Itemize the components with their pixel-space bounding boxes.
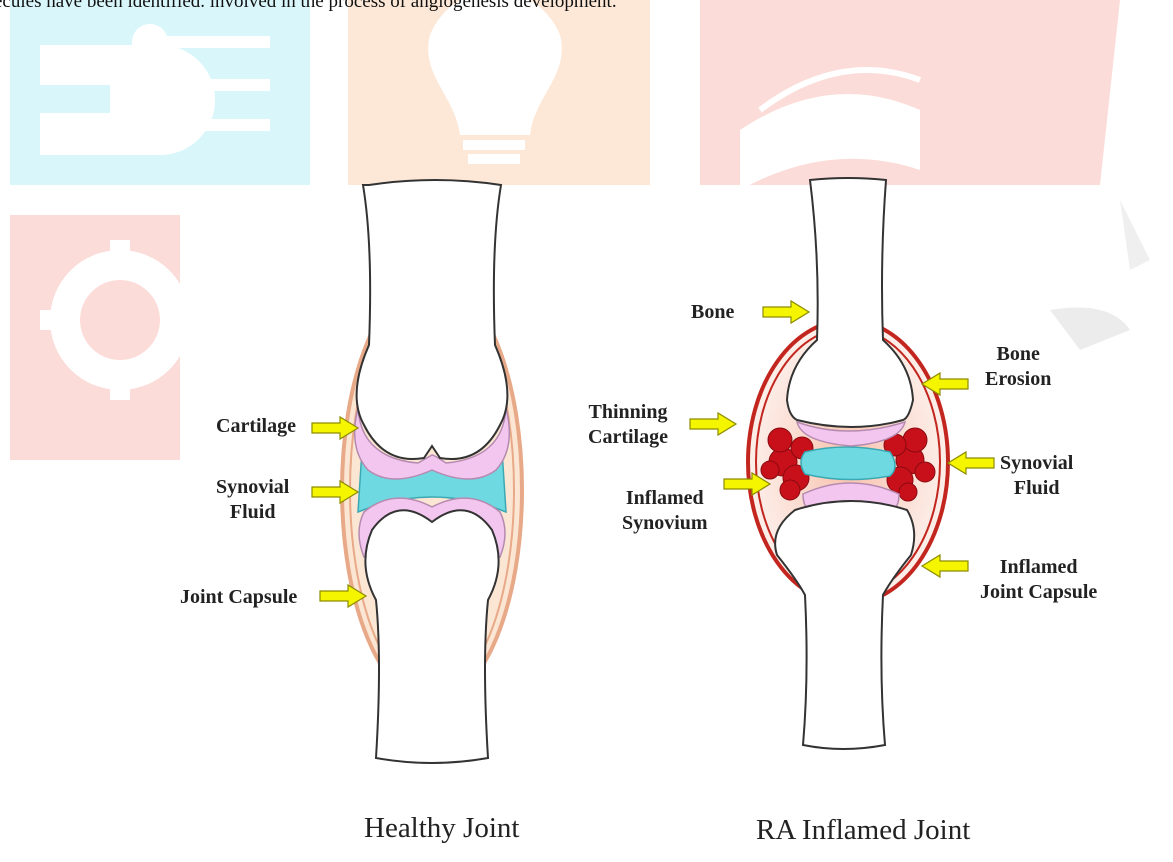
bone-arrow [763, 301, 809, 323]
ra-lower-bone [775, 501, 914, 749]
ra-joint-illustration [690, 178, 994, 749]
label-bone-erosion: Bone Erosion [985, 342, 1051, 392]
lower-bone [365, 510, 498, 763]
thinning-cartilage-arrow [690, 413, 736, 435]
label-ra-synovial-fluid: Synovial Fluid [1000, 451, 1073, 501]
healthy-joint-illustration [312, 180, 522, 763]
label-thinning-cartilage: Thinning Cartilage [588, 400, 668, 450]
label-cartilage: Cartilage [216, 414, 296, 439]
caption-healthy-joint: Healthy Joint [364, 812, 519, 845]
label-bone: Bone [691, 300, 734, 325]
upper-bone [357, 180, 508, 459]
ra-synovial-fluid [801, 447, 895, 480]
label-joint-capsule: Joint Capsule [180, 585, 297, 610]
label-inflamed-joint-capsule: Inflamed Joint Capsule [980, 555, 1097, 605]
caption-ra-inflamed-joint: RA Inflamed Joint [756, 814, 970, 847]
ra-synovial-fluid-arrow [948, 452, 994, 474]
label-synovial-fluid: Synovial Fluid [216, 475, 289, 525]
ra-upper-bone [787, 178, 913, 427]
inflamed-joint-capsule-arrow [922, 555, 968, 577]
label-inflamed-synovium: Inflamed Synovium [622, 486, 708, 536]
